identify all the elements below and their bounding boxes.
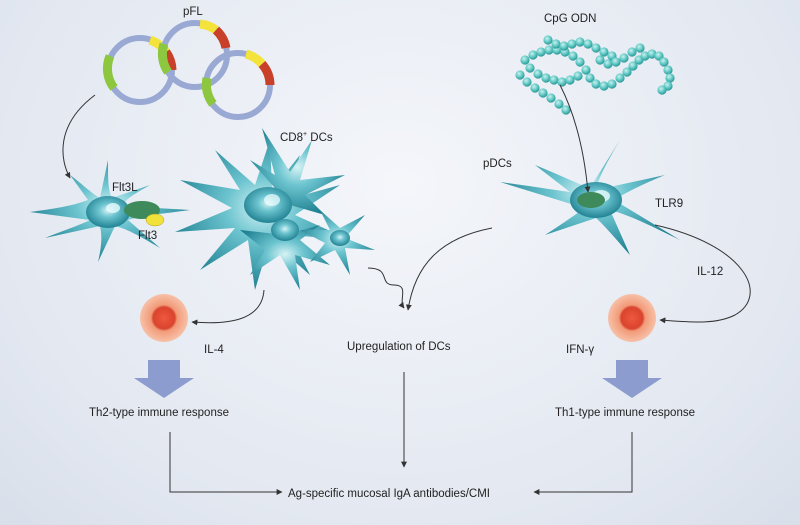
label-th1-response: Th1-type immune response bbox=[555, 407, 695, 419]
label-outcome: Ag-specific mucosal IgA antibodies/CMI bbox=[288, 488, 490, 500]
cpg-bead bbox=[640, 51, 650, 61]
plasmid-3 bbox=[201, 49, 275, 120]
label-cd8-prefix: CD8 bbox=[280, 131, 304, 144]
cpg-bead bbox=[575, 57, 585, 67]
arrow-th2-to-outcome bbox=[169, 432, 283, 495]
cpg-bead bbox=[546, 93, 556, 103]
cd8-dc-cluster bbox=[175, 128, 375, 290]
flt3-receptor-complex bbox=[124, 201, 165, 227]
cpg-bead bbox=[544, 45, 554, 55]
cpg-bead bbox=[530, 83, 540, 93]
cpg-bead bbox=[541, 73, 551, 83]
cpg-bead bbox=[663, 65, 673, 75]
cpg-bead bbox=[615, 73, 625, 83]
cpg-bead bbox=[536, 47, 546, 57]
cpg-bead bbox=[559, 41, 569, 51]
label-pfl: pFL bbox=[183, 6, 203, 18]
cpg-bead bbox=[619, 53, 629, 63]
label-cd8-sup: + bbox=[303, 131, 308, 138]
arrow-cd8dc-to-th2 bbox=[191, 289, 265, 326]
arrow-plasmid-to-dc bbox=[62, 94, 96, 179]
cpg-bead bbox=[603, 59, 613, 69]
cpg-bead bbox=[567, 39, 577, 49]
label-cpg-odn: CpG ODN bbox=[544, 13, 597, 25]
cpg-bead bbox=[607, 79, 617, 89]
cpg-bead bbox=[595, 55, 605, 65]
label-upregulation: Upregulation of DCs bbox=[347, 341, 451, 353]
left-dendritic-cell bbox=[30, 160, 190, 262]
label-th2-response: Th2-type immune response bbox=[89, 407, 229, 419]
cpg-odn-chain bbox=[515, 35, 675, 115]
cpg-bead bbox=[611, 57, 621, 67]
cpg-bead bbox=[599, 81, 609, 91]
cpg-bead bbox=[575, 37, 585, 47]
label-pdcs: pDCs bbox=[483, 158, 512, 170]
label-tlr9: TLR9 bbox=[655, 198, 684, 210]
cpg-bead bbox=[635, 43, 645, 53]
arrow-cpg-to-pdc bbox=[559, 84, 591, 193]
cpg-bead bbox=[628, 61, 638, 71]
label-il12: IL-12 bbox=[697, 266, 724, 278]
cpg-bead bbox=[585, 73, 595, 83]
cpg-bead bbox=[554, 99, 564, 109]
cpg-bead bbox=[627, 47, 637, 57]
label-cd8-suffix: DCs bbox=[307, 131, 333, 144]
cpg-bead bbox=[543, 35, 553, 45]
bracket-lines bbox=[169, 432, 633, 495]
cpg-bead bbox=[622, 67, 632, 77]
cpg-bead bbox=[533, 69, 543, 79]
cpg-bead bbox=[528, 50, 538, 60]
cpg-bead bbox=[520, 55, 530, 65]
label-ifn-gamma: IFN-γ bbox=[566, 344, 595, 356]
cpg-bead bbox=[659, 57, 669, 67]
label-cd8-dcs: CD8+ DCs bbox=[280, 128, 333, 145]
connector-arrows bbox=[62, 84, 751, 468]
cpg-bead bbox=[561, 105, 571, 115]
cpg-bead bbox=[591, 43, 601, 53]
cpg-bead bbox=[665, 73, 675, 83]
cpg-bead bbox=[522, 77, 532, 87]
arrow-pdc-to-upregulation bbox=[405, 227, 493, 311]
plasmacytoid-dendritic-cell bbox=[500, 140, 680, 255]
cpg-bead bbox=[599, 47, 609, 57]
label-flt3: Flt3 bbox=[138, 230, 158, 242]
cpg-bead bbox=[581, 65, 591, 75]
cpg-bead bbox=[565, 75, 575, 85]
cpg-bead bbox=[551, 39, 561, 49]
arrow-th1-to-outcome bbox=[533, 432, 633, 495]
cpg-bead bbox=[583, 39, 593, 49]
cpg-bead bbox=[591, 79, 601, 89]
th2-big-arrow bbox=[134, 360, 194, 398]
cpg-bead bbox=[525, 63, 535, 73]
tlr9-receptor bbox=[577, 192, 605, 208]
cpg-bead bbox=[557, 77, 567, 87]
cpg-bead bbox=[538, 88, 548, 98]
cpg-bead bbox=[515, 70, 525, 80]
cpg-bead bbox=[549, 75, 559, 85]
th1-big-arrow bbox=[602, 360, 662, 398]
label-flt3l: Flt3L bbox=[112, 182, 138, 194]
label-il4: IL-4 bbox=[204, 344, 224, 356]
arrow-cd8dc-to-upregulation bbox=[367, 267, 405, 309]
plasmid-group bbox=[102, 19, 275, 120]
arrow-pdc-to-th1 bbox=[654, 224, 751, 324]
cpg-bead bbox=[568, 51, 578, 61]
cpg-bead bbox=[647, 49, 657, 59]
th1-t-cell bbox=[608, 294, 656, 342]
cpg-bead bbox=[573, 71, 583, 81]
th2-t-cell bbox=[140, 294, 188, 342]
cpg-bead bbox=[657, 85, 667, 95]
